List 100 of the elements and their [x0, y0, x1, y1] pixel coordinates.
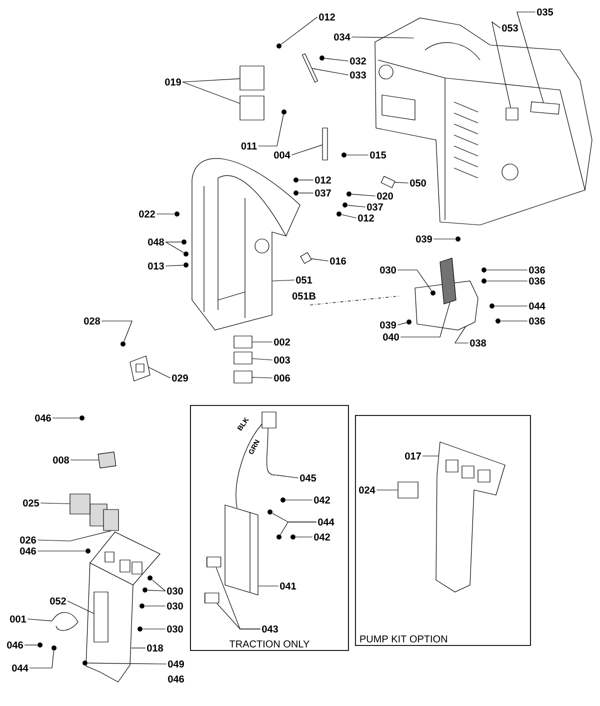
- leader-line: [400, 302, 450, 338]
- spacer: [206, 556, 222, 568]
- screw: [406, 320, 412, 324]
- screw: [290, 534, 296, 540]
- callout-number: 036: [529, 317, 545, 325]
- leader-line: [296, 536, 313, 538]
- screw: [336, 212, 342, 216]
- screw: [80, 416, 84, 420]
- switch-drawing: [440, 258, 456, 304]
- window: [94, 592, 108, 642]
- callout-number: 053: [502, 24, 518, 32]
- leader-line: [142, 628, 166, 630]
- screw: [320, 56, 324, 60]
- callout-number: 041: [280, 582, 296, 590]
- screw: [148, 576, 152, 580]
- callout-number: 046: [35, 414, 51, 422]
- screw: [496, 318, 500, 324]
- switch: [240, 66, 264, 90]
- callout-number: 034: [334, 33, 350, 41]
- callout-number: 032: [350, 57, 366, 65]
- hook-drawing: [52, 612, 78, 631]
- callout-number: 030: [167, 587, 183, 595]
- screw: [482, 268, 486, 272]
- callout-number: 028: [84, 317, 100, 325]
- callout-number: 044: [318, 518, 334, 526]
- callout-number: 008: [53, 456, 70, 464]
- leader-line: [280, 522, 317, 535]
- meter: [398, 482, 418, 498]
- leader-line: [311, 258, 329, 262]
- leader-line: [272, 280, 295, 282]
- callout-number: 046: [7, 641, 23, 649]
- callout-number: 036: [529, 266, 545, 274]
- wire-harness-drawing: [236, 412, 276, 508]
- cover-plate-drawing: [130, 356, 150, 382]
- leader-line: [433, 238, 456, 240]
- screw: [86, 548, 90, 554]
- screw: [184, 252, 188, 256]
- callout-number: 025: [23, 499, 40, 507]
- leader-line: [341, 214, 357, 218]
- leader-line: [182, 82, 240, 104]
- callout-number: 035: [537, 8, 554, 16]
- callout-number: 043: [262, 625, 278, 633]
- callout-number: 006: [274, 374, 290, 382]
- callout-number: 015: [370, 151, 386, 159]
- spacer: [380, 176, 396, 188]
- screw: [294, 190, 298, 196]
- callout-number: 044: [12, 664, 28, 672]
- screw: [342, 202, 348, 208]
- screw: [138, 626, 142, 632]
- callout-number: 022: [139, 210, 155, 218]
- connector: [234, 370, 252, 384]
- leader-line: [492, 21, 511, 108]
- screw: [346, 192, 352, 196]
- callout-number: 051B: [292, 292, 316, 300]
- leader-line: [216, 603, 261, 630]
- leader-line: [88, 662, 167, 664]
- callout-number: 002: [274, 338, 290, 346]
- leader-line: [258, 114, 284, 146]
- spacer: [204, 592, 220, 604]
- leader-line: [152, 580, 166, 592]
- callout-number: 036: [529, 277, 545, 285]
- callout-number: 024: [359, 486, 376, 494]
- leader-line: [165, 264, 184, 266]
- callout-number: 003: [274, 356, 290, 364]
- callout-number: 044: [529, 302, 546, 310]
- callout-number: 033: [350, 71, 366, 79]
- leader-line: [397, 322, 407, 326]
- switch: [103, 509, 119, 531]
- screw: [276, 534, 282, 540]
- leader-line: [454, 326, 469, 344]
- callout-number: 040: [383, 333, 399, 341]
- leader-line: [500, 320, 528, 322]
- callout-number: 038: [470, 339, 486, 347]
- leader-line: [24, 644, 38, 646]
- circuit-board-drawing: [224, 504, 258, 596]
- callout-number: 030: [380, 266, 396, 274]
- callout-number: 042: [314, 533, 330, 541]
- leader-line: [298, 192, 314, 194]
- leader-line: [27, 618, 52, 622]
- leader-line: [252, 358, 273, 360]
- callout-number: 017: [405, 452, 421, 460]
- leader-line: [346, 154, 369, 156]
- leader-line: [37, 550, 86, 552]
- leader-line: [40, 502, 70, 504]
- screw: [276, 44, 282, 48]
- callout-number: 001: [10, 615, 26, 623]
- callout-number: 030: [167, 625, 183, 633]
- leader-line: [397, 270, 432, 291]
- callout-number: 026: [20, 536, 36, 544]
- callout-number: 018: [147, 644, 164, 652]
- callout-number: 037: [367, 203, 383, 211]
- screw: [182, 240, 186, 244]
- leader-line: [352, 194, 376, 196]
- callout-number: 045: [300, 474, 316, 482]
- rocker-switch: [98, 452, 116, 468]
- callout-number: 049: [168, 660, 184, 668]
- plate: [322, 128, 328, 160]
- screw: [456, 236, 460, 242]
- callout-number: 019: [165, 78, 181, 86]
- leader-line: [486, 280, 528, 282]
